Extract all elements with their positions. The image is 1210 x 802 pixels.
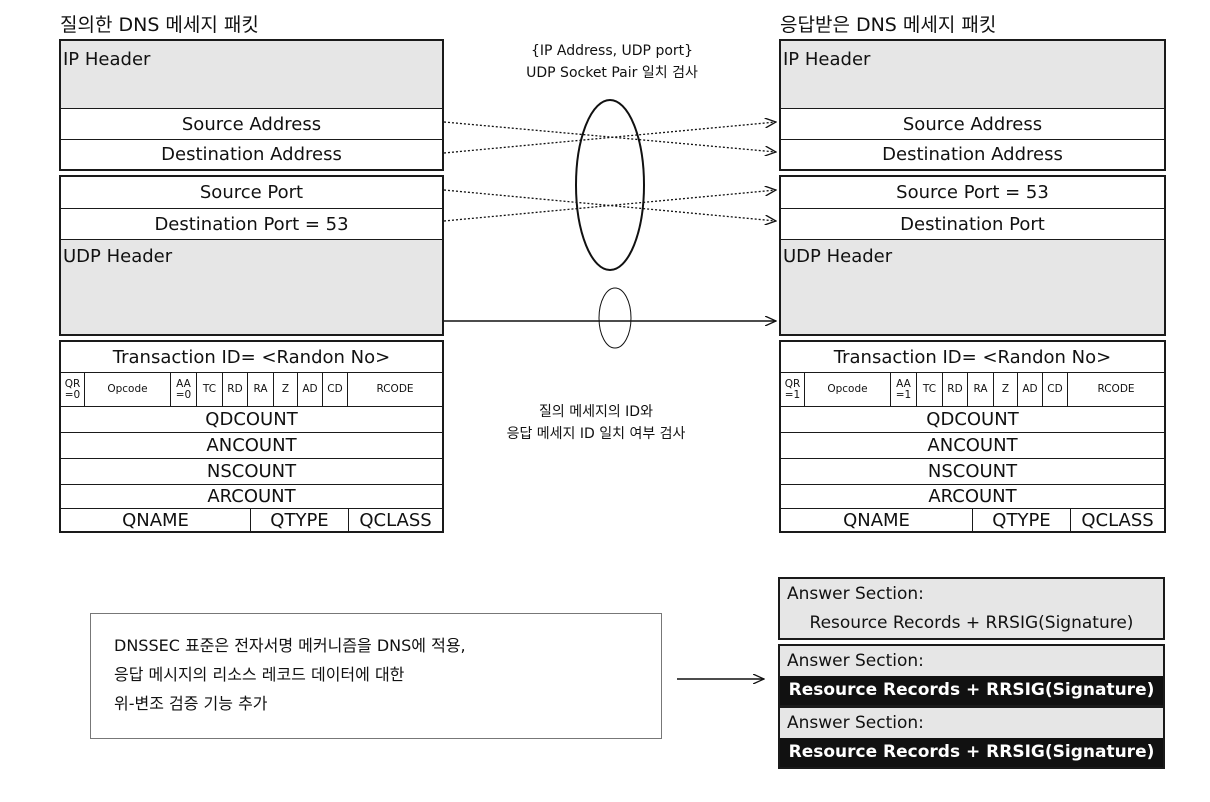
flag-z: Z bbox=[994, 373, 1018, 406]
udp-header-label: UDP Header bbox=[63, 246, 173, 267]
destination-address-arrow bbox=[443, 122, 776, 154]
answer-section-label: Answer Section: bbox=[780, 708, 1163, 738]
query-ip-header: IP Header Source Address Destination Add… bbox=[59, 39, 444, 171]
destination-address-field: Destination Address bbox=[61, 139, 442, 169]
ancount-field: ANCOUNT bbox=[781, 432, 1164, 458]
qtype-field: QTYPE bbox=[973, 509, 1071, 531]
qname-field: QNAME bbox=[781, 509, 973, 531]
answer-section-label: Answer Section: bbox=[780, 646, 1163, 676]
flag-rcode: RCODE bbox=[376, 383, 414, 395]
source-address-arrow bbox=[443, 121, 776, 152]
socket-pair-ellipse bbox=[575, 99, 645, 271]
arcount-field: ARCOUNT bbox=[781, 484, 1164, 508]
flag-ra: RA bbox=[248, 373, 274, 406]
question-row: QNAME QTYPE QCLASS bbox=[61, 508, 442, 531]
answer-section-label: Answer Section: bbox=[780, 579, 1163, 609]
query-udp-header: Source Port Destination Port = 53 UDP He… bbox=[59, 175, 444, 336]
note-line: 위-변조 검증 기능 추가 bbox=[114, 694, 268, 713]
ancount-field: ANCOUNT bbox=[61, 432, 442, 458]
flag-tc: TC bbox=[197, 373, 223, 406]
answer-section-record: Resource Records + RRSIG(Signature) bbox=[780, 609, 1163, 638]
dnssec-note: DNSSEC 표준은 전자서명 메커니즘을 DNS에 적용, 응답 메시지의 리… bbox=[90, 613, 662, 739]
qdcount-field: QDCOUNT bbox=[61, 406, 442, 432]
answer-section-plain: Answer Section: Resource Records + RRSIG… bbox=[778, 577, 1165, 640]
flag-ad: AD bbox=[298, 373, 323, 406]
qtype-field: QTYPE bbox=[251, 509, 349, 531]
response-ip-header: IP Header Source Address Destination Add… bbox=[779, 39, 1166, 171]
arcount-field: ARCOUNT bbox=[61, 484, 442, 508]
flag-rcode: RCODE bbox=[1097, 383, 1135, 395]
ip-header-label: IP Header bbox=[783, 49, 871, 70]
destination-port-arrow bbox=[443, 190, 776, 222]
flags-row: QR =1 Opcode AA =1 TC RD RA Z AD CD RCOD… bbox=[781, 372, 1164, 406]
destination-address-field: Destination Address bbox=[781, 139, 1164, 169]
ip-header-label: IP Header bbox=[63, 49, 151, 70]
answer-section-signed: Answer Section: Resource Records + RRSIG… bbox=[778, 706, 1165, 769]
flag-qr: QR =1 bbox=[781, 373, 805, 406]
flag-qr: QR =0 bbox=[61, 373, 85, 406]
transaction-id-field: Transaction ID= <Randon No> bbox=[61, 342, 442, 372]
nscount-field: NSCOUNT bbox=[61, 458, 442, 484]
flag-tc: TC bbox=[917, 373, 943, 406]
flag-z: Z bbox=[274, 373, 298, 406]
flag-aa: AA =1 bbox=[891, 373, 917, 406]
id-check-caption: 질의 메세지의 ID와 응답 메세지 ID 일치 여부 검사 bbox=[506, 404, 686, 442]
flag-rd: RD bbox=[223, 373, 248, 406]
socket-pair-caption: {IP Address, UDP port} UDP Socket Pair 일… bbox=[526, 43, 698, 81]
qclass-field: QCLASS bbox=[1081, 509, 1154, 531]
flag-cd: CD bbox=[323, 373, 348, 406]
source-port-field: Source Port bbox=[61, 177, 442, 208]
flags-row: QR =0 Opcode AA =0 TC RD RA Z AD CD RCOD… bbox=[61, 372, 442, 406]
response-udp-header: Source Port = 53 Destination Port UDP He… bbox=[779, 175, 1166, 336]
answer-section-signed: Answer Section: Resource Records + RRSIG… bbox=[778, 644, 1165, 707]
destination-port-field: Destination Port = 53 bbox=[61, 208, 442, 239]
qdcount-field: QDCOUNT bbox=[781, 406, 1164, 432]
answer-section-record: Resource Records + RRSIG(Signature) bbox=[780, 676, 1163, 705]
source-address-field: Source Address bbox=[781, 108, 1164, 139]
flag-ra: RA bbox=[968, 373, 994, 406]
udp-header-label: UDP Header bbox=[783, 246, 893, 267]
question-row: QNAME QTYPE QCLASS bbox=[781, 508, 1164, 531]
flag-aa: AA =0 bbox=[171, 373, 197, 406]
response-packet-title: 응답받은 DNS 메세지 패킷 bbox=[780, 14, 997, 36]
answer-section-record: Resource Records + RRSIG(Signature) bbox=[780, 738, 1163, 767]
qclass-field: QCLASS bbox=[359, 509, 432, 531]
flag-opcode: Opcode bbox=[805, 373, 891, 406]
note-line: DNSSEC 표준은 전자서명 메커니즘을 DNS에 적용, bbox=[114, 636, 466, 655]
flag-cd: CD bbox=[1043, 373, 1068, 406]
response-dns-message: Transaction ID= <Randon No> QR =1 Opcode… bbox=[779, 340, 1166, 533]
note-line: 응답 메시지의 리소스 레코드 데이터에 대한 bbox=[114, 665, 405, 684]
source-port-field: Source Port = 53 bbox=[781, 177, 1164, 208]
query-packet-title: 질의한 DNS 메세지 패킷 bbox=[60, 14, 259, 36]
qname-field: QNAME bbox=[61, 509, 251, 531]
transaction-id-field: Transaction ID= <Randon No> bbox=[781, 342, 1164, 372]
query-dns-message: Transaction ID= <Randon No> QR =0 Opcode… bbox=[59, 340, 444, 533]
transaction-id-ellipse bbox=[598, 287, 632, 349]
flag-rd: RD bbox=[943, 373, 968, 406]
destination-port-field: Destination Port bbox=[781, 208, 1164, 239]
source-port-arrow bbox=[443, 189, 776, 221]
source-address-field: Source Address bbox=[61, 108, 442, 139]
flag-opcode: Opcode bbox=[85, 373, 171, 406]
flag-ad: AD bbox=[1018, 373, 1043, 406]
nscount-field: NSCOUNT bbox=[781, 458, 1164, 484]
